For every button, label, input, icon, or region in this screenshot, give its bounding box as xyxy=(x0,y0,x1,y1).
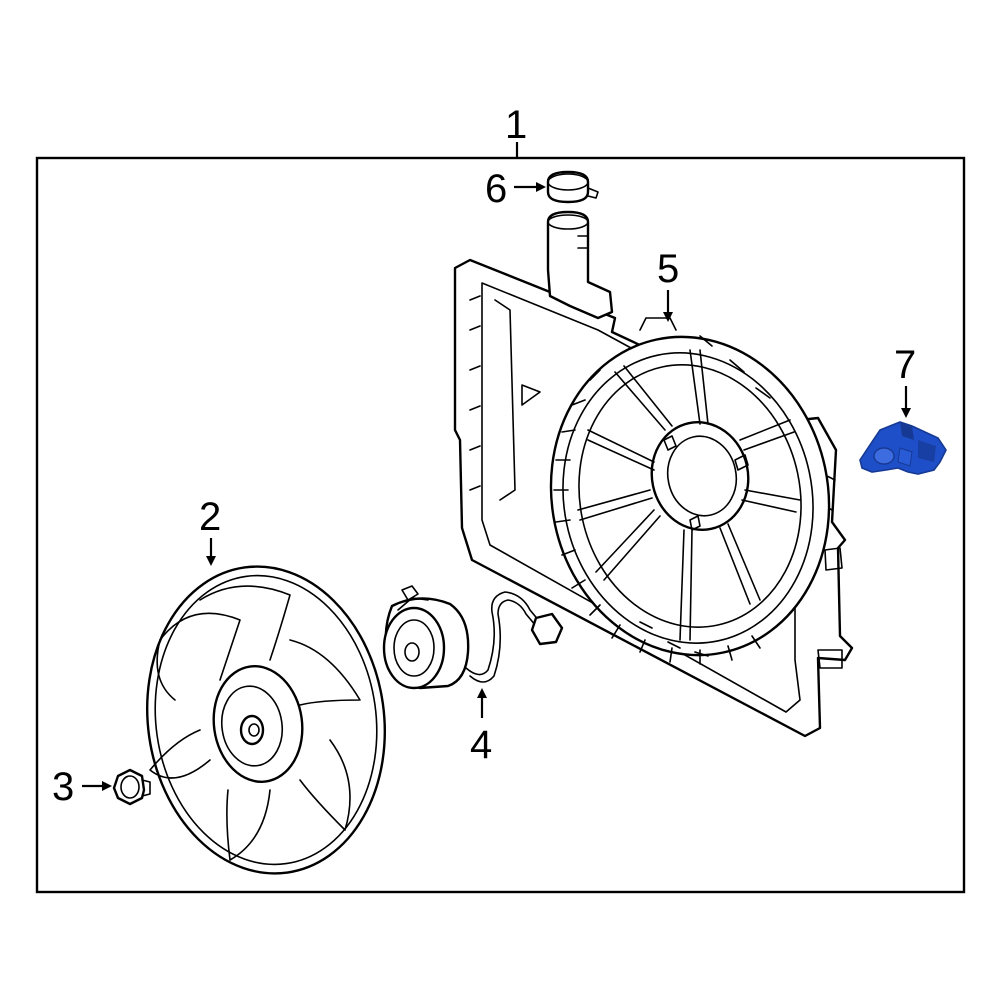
fan-motor[interactable] xyxy=(382,585,564,690)
callout-2: 2 xyxy=(199,495,221,539)
assembly-border xyxy=(35,156,966,894)
callout-3: 3 xyxy=(52,765,74,809)
callout-6: 6 xyxy=(485,167,507,211)
callout-4: 4 xyxy=(470,723,492,767)
fan-nut[interactable] xyxy=(112,768,151,806)
callout-7: 7 xyxy=(894,343,916,387)
fan-shroud[interactable] xyxy=(453,210,858,738)
fan-blade[interactable] xyxy=(128,551,405,889)
reservoir-cap[interactable] xyxy=(546,170,599,204)
callout-1: 1 xyxy=(505,103,527,147)
callout-5: 5 xyxy=(657,247,679,291)
resistor-icon[interactable] xyxy=(859,421,947,475)
